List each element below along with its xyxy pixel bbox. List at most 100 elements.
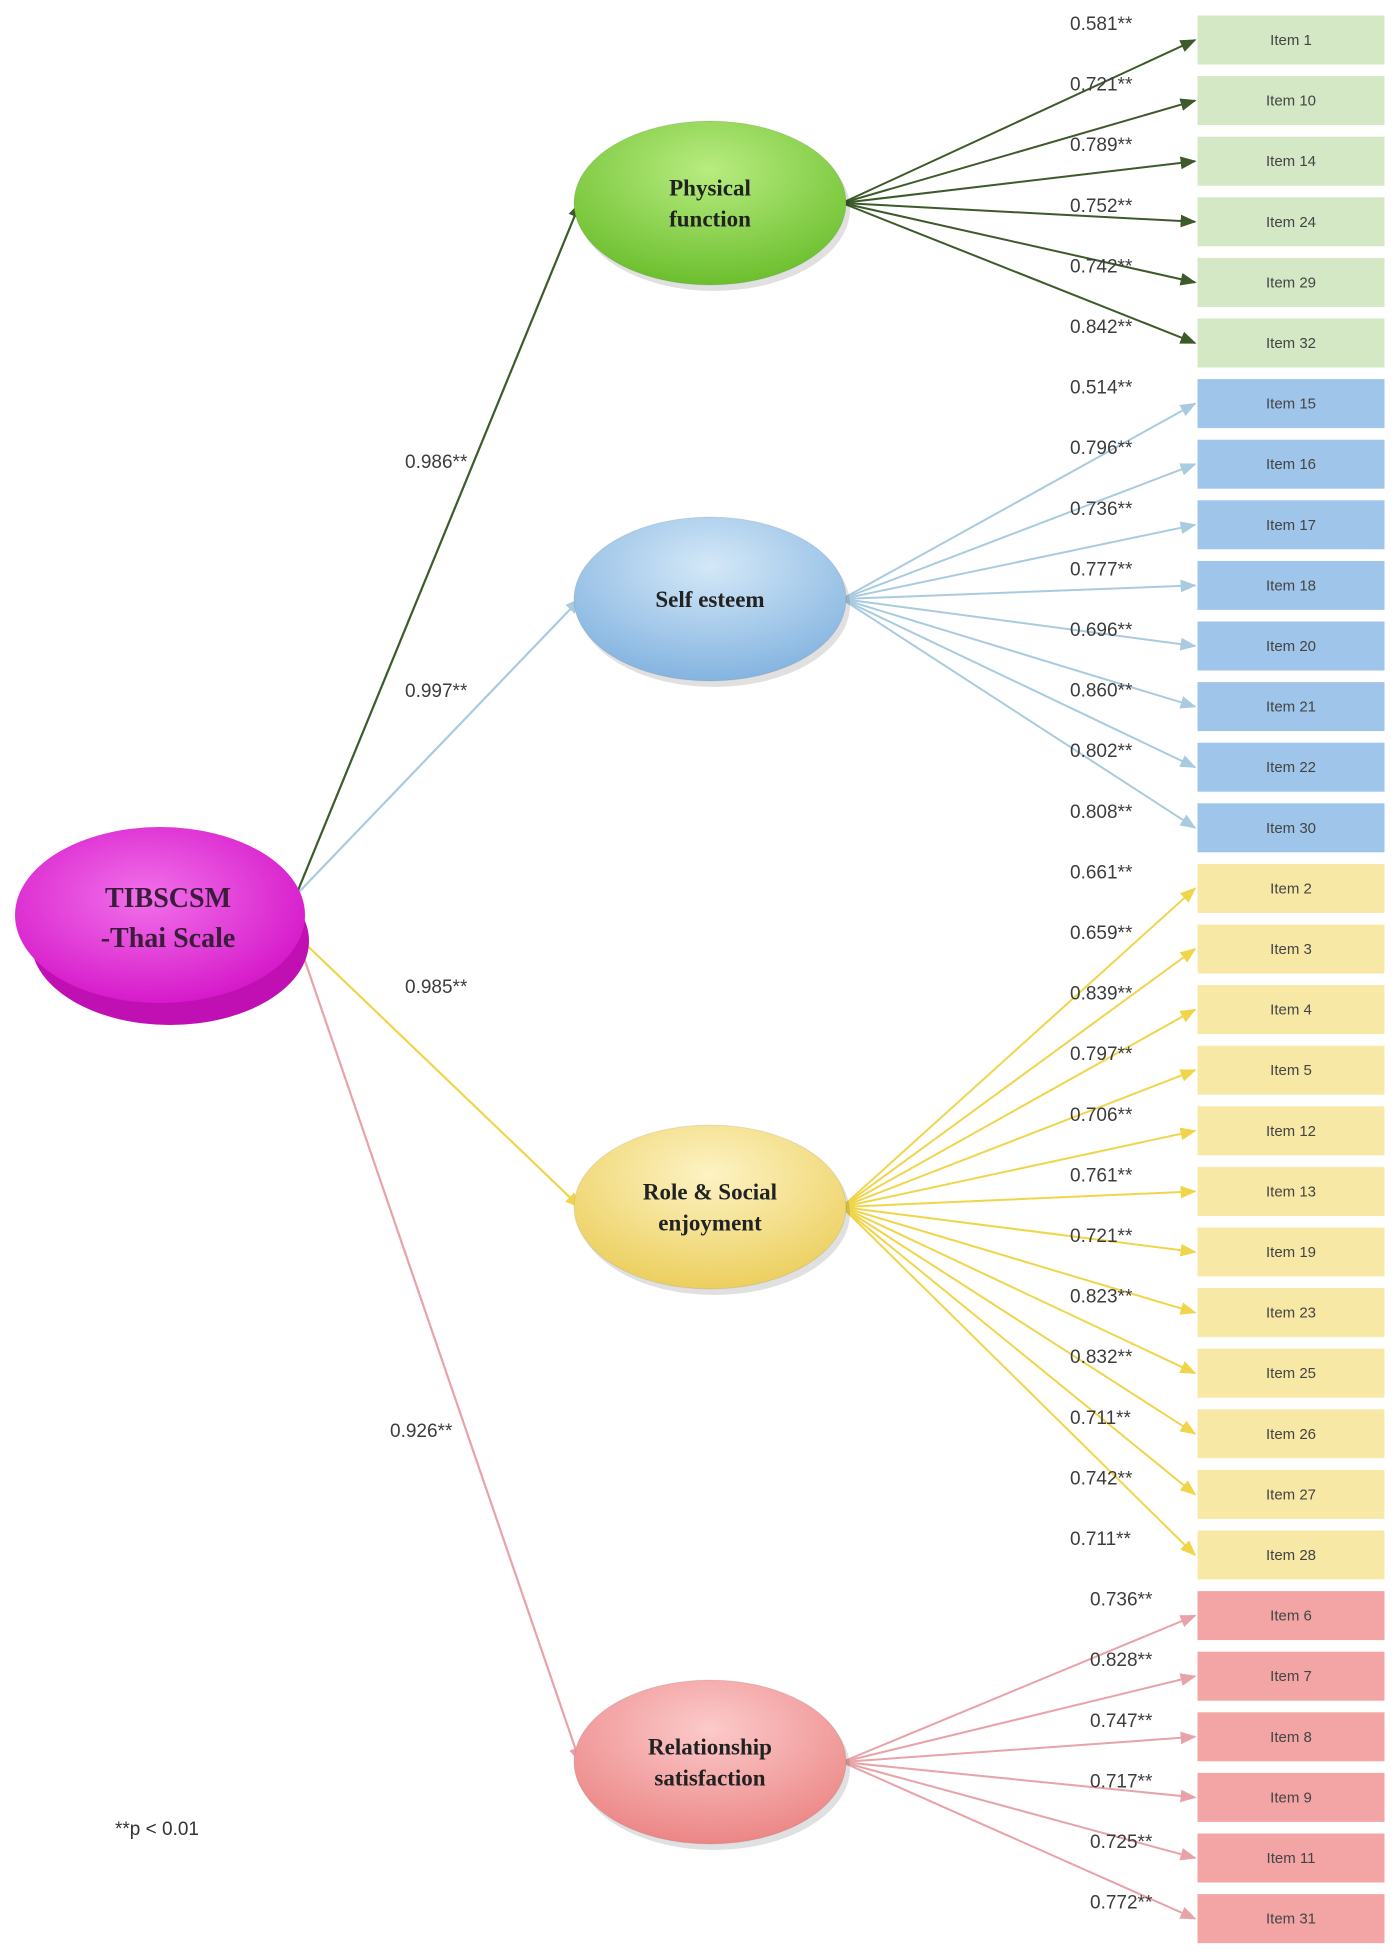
item-14-box bbox=[1196, 135, 1386, 187]
loading-item-18: 0.777** bbox=[1070, 559, 1133, 580]
path-relationship-to-item-31 bbox=[841, 1761, 1197, 1920]
loading-item-27: 0.742** bbox=[1070, 1468, 1133, 1489]
item-24-label: Item 24 bbox=[1266, 214, 1316, 231]
loading-item-21: 0.860** bbox=[1070, 681, 1133, 702]
path-self-to-item-17 bbox=[841, 521, 1197, 600]
item-22-label: Item 22 bbox=[1266, 759, 1316, 776]
item-28-label: Item 28 bbox=[1266, 1547, 1316, 1564]
item-19-box bbox=[1196, 1226, 1386, 1278]
loading-item-1: 0.581** bbox=[1070, 14, 1133, 35]
loading-item-15: 0.514** bbox=[1070, 378, 1133, 399]
path-self-to-item-15 bbox=[841, 402, 1197, 600]
loading-item-9: 0.717** bbox=[1090, 1771, 1153, 1792]
loading-item-11: 0.725** bbox=[1090, 1832, 1153, 1853]
item-31-box bbox=[1196, 1893, 1386, 1945]
item-31-label: Item 31 bbox=[1266, 1911, 1316, 1928]
loading-item-23: 0.823** bbox=[1070, 1287, 1133, 1308]
item-3-label: Item 3 bbox=[1270, 941, 1312, 958]
factor-self-name-line-1: Self esteem bbox=[655, 587, 764, 612]
item-20-box bbox=[1196, 620, 1386, 672]
item-25-label: Item 25 bbox=[1266, 1365, 1316, 1382]
path-physical-to-item-10 bbox=[841, 98, 1197, 204]
path-self-to-item-20 bbox=[841, 598, 1197, 651]
path-root-to-relationship bbox=[295, 934, 582, 1764]
loading-item-24: 0.752** bbox=[1070, 196, 1133, 217]
item-7-label: Item 7 bbox=[1270, 1668, 1312, 1685]
item-22-box bbox=[1196, 741, 1386, 793]
loading-item-16: 0.796** bbox=[1070, 438, 1133, 459]
loading-item-31: 0.772** bbox=[1090, 1893, 1153, 1914]
factor-role: Role & Social enjoyment bbox=[573, 1124, 850, 1295]
loading-item-32: 0.842** bbox=[1070, 317, 1133, 338]
item-16-box bbox=[1196, 438, 1386, 490]
path-relationship-to-item-7 bbox=[841, 1673, 1197, 1763]
item-19-label: Item 19 bbox=[1266, 1244, 1316, 1261]
item-26-box bbox=[1196, 1408, 1386, 1460]
path-self-to-item-22 bbox=[841, 598, 1197, 769]
item-20-label: Item 20 bbox=[1266, 638, 1316, 655]
item-17-label: Item 17 bbox=[1266, 517, 1316, 534]
path-role-to-item-13 bbox=[841, 1185, 1197, 1208]
factor-role-name-line-1: Role & Social bbox=[643, 1180, 777, 1205]
loading-item-5: 0.797** bbox=[1070, 1044, 1133, 1065]
item-4-box bbox=[1196, 984, 1386, 1036]
item-6-label: Item 6 bbox=[1270, 1608, 1312, 1625]
loading-item-25: 0.832** bbox=[1070, 1347, 1133, 1368]
loading-item-3: 0.659** bbox=[1070, 923, 1133, 944]
path-role-to-item-25 bbox=[841, 1206, 1197, 1375]
root-name-line-1: TIBSCSM bbox=[105, 883, 231, 914]
item-11-label: Item 11 bbox=[1267, 1850, 1316, 1867]
item-15-box bbox=[1196, 378, 1386, 430]
loading-item-20: 0.696** bbox=[1070, 620, 1133, 641]
item-9-label: Item 9 bbox=[1270, 1789, 1312, 1806]
item-7-box bbox=[1196, 1650, 1386, 1702]
path-physical-to-item-32 bbox=[841, 202, 1197, 344]
loading-item-2: 0.661** bbox=[1070, 862, 1133, 883]
factor-relationship-name-line-2: satisfaction bbox=[654, 1766, 765, 1791]
loading-item-17: 0.736** bbox=[1070, 499, 1133, 520]
path-role-to-item-12 bbox=[841, 1127, 1197, 1208]
loading-item-26: 0.711** bbox=[1070, 1408, 1132, 1429]
loading-item-7: 0.828** bbox=[1090, 1650, 1153, 1671]
item-21-box bbox=[1196, 681, 1386, 733]
item-2-label: Item 2 bbox=[1270, 880, 1312, 897]
item-12-label: Item 12 bbox=[1266, 1123, 1316, 1140]
item-5-box bbox=[1196, 1044, 1386, 1096]
item-1-label: Item 1 bbox=[1270, 32, 1312, 49]
factor-physical-name-line-2: function bbox=[669, 207, 751, 232]
loading-item-19: 0.721** bbox=[1070, 1226, 1133, 1247]
item-27-box bbox=[1196, 1468, 1386, 1520]
item-25-box bbox=[1196, 1347, 1386, 1399]
item-18-label: Item 18 bbox=[1266, 577, 1316, 594]
item-11-box bbox=[1196, 1832, 1386, 1884]
loading-item-30: 0.808** bbox=[1070, 802, 1133, 823]
path-role-to-item-28 bbox=[841, 1206, 1197, 1557]
item-10-label: Item 10 bbox=[1266, 93, 1316, 110]
path-role-to-item-3 bbox=[841, 948, 1197, 1208]
root-name-line-2: -Thai Scale bbox=[101, 923, 236, 954]
factor-role-name-line-2: enjoyment bbox=[658, 1211, 762, 1236]
item-23-label: Item 23 bbox=[1266, 1305, 1316, 1322]
loading-relationship: 0.926** bbox=[390, 1421, 453, 1442]
significance-note: **p < 0.01 bbox=[115, 1819, 199, 1840]
path-relationship-to-item-11 bbox=[841, 1761, 1197, 1861]
item-1-box bbox=[1196, 14, 1386, 66]
item-32-label: Item 32 bbox=[1266, 335, 1316, 352]
item-17-box bbox=[1196, 499, 1386, 551]
loading-item-29: 0.742** bbox=[1070, 256, 1133, 277]
path-self-to-item-21 bbox=[841, 598, 1197, 709]
path-self-to-item-16 bbox=[841, 463, 1197, 600]
item-12-box bbox=[1196, 1105, 1386, 1157]
item-2-box bbox=[1196, 862, 1386, 914]
item-6-box bbox=[1196, 1590, 1386, 1642]
item-29-label: Item 29 bbox=[1266, 274, 1316, 291]
loading-item-14: 0.789** bbox=[1070, 135, 1133, 156]
item-26-label: Item 26 bbox=[1266, 1426, 1316, 1443]
item-10-box bbox=[1196, 75, 1386, 127]
path-role-to-item-19 bbox=[841, 1206, 1197, 1257]
item-16-label: Item 16 bbox=[1266, 456, 1316, 473]
path-physical-to-item-14 bbox=[841, 156, 1197, 204]
item-13-box bbox=[1196, 1165, 1386, 1217]
